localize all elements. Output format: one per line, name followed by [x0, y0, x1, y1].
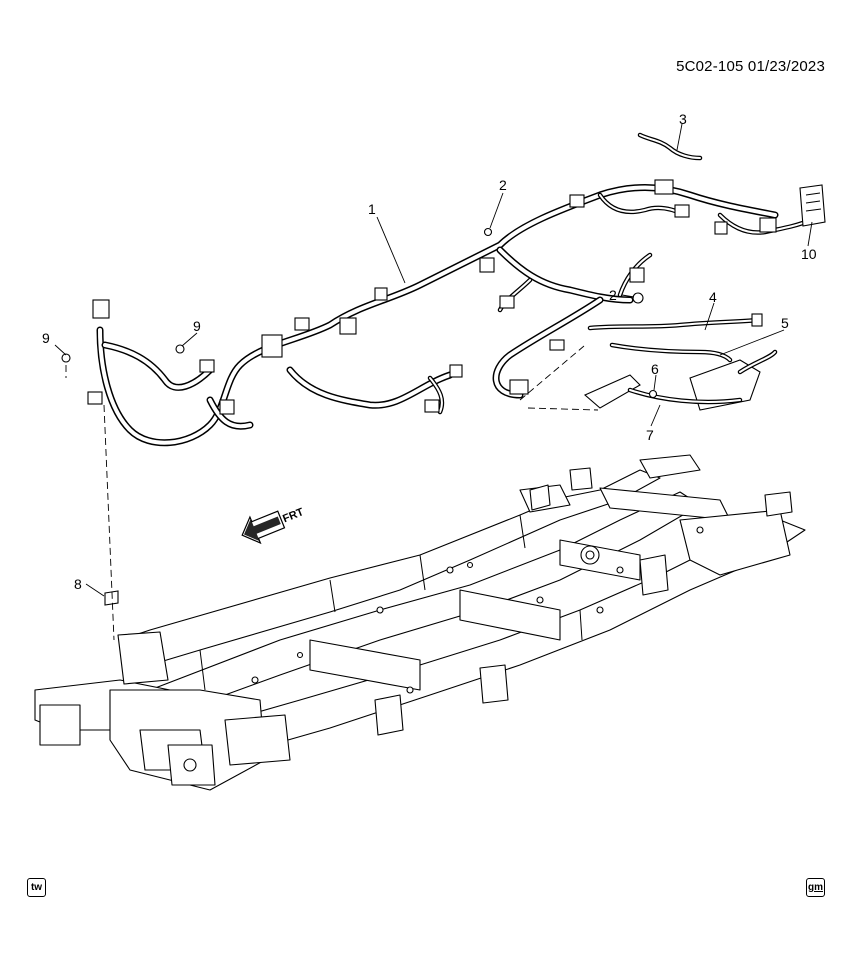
tw-logo-icon: tw	[27, 878, 46, 897]
clip-2-lower	[632, 292, 644, 304]
harness-connectors	[87, 179, 777, 415]
callout-1: 1	[368, 201, 376, 217]
callout-2-lower: 2	[609, 287, 617, 303]
callout-10: 10	[801, 246, 817, 262]
vehicle-frame	[34, 454, 806, 791]
frame-holes	[251, 526, 704, 694]
sub-harness-5	[609, 342, 733, 363]
callout-4: 4	[709, 289, 717, 305]
fasteners	[61, 227, 658, 606]
gm-logo-icon: gm	[806, 878, 825, 897]
retainer-8	[104, 590, 119, 606]
main-wiring-harness	[87, 179, 826, 447]
document-id: 5C02-105 01/23/2023	[676, 58, 825, 75]
sub-harness-4	[587, 313, 763, 331]
callout-3: 3	[679, 111, 687, 127]
callout-labels: 1 2 2 3 4 5 6 7 8 9 9 10	[42, 111, 817, 592]
leader-lines	[54, 123, 813, 597]
bolt-9-left	[61, 353, 71, 363]
callout-9-left: 9	[42, 330, 50, 346]
harness-bracket-7	[583, 349, 778, 411]
gm-badge-text: gm	[808, 882, 823, 893]
front-direction-label: FRT	[281, 506, 306, 525]
callout-7: 7	[646, 427, 654, 443]
rear-connector-block	[799, 184, 826, 227]
jumper-harness	[637, 132, 703, 161]
bolt-6	[648, 389, 658, 399]
callout-6: 6	[651, 361, 659, 377]
callout-5: 5	[781, 315, 789, 331]
bolt-9-center	[175, 344, 185, 354]
tw-badge-text: tw	[30, 882, 43, 893]
reference-lines	[65, 345, 599, 641]
callout-9-center: 9	[193, 318, 201, 334]
clip-2-upper	[483, 227, 493, 237]
front-arrow-icon: FRT	[241, 506, 306, 545]
callout-2-upper: 2	[499, 177, 507, 193]
callout-8: 8	[74, 576, 82, 592]
